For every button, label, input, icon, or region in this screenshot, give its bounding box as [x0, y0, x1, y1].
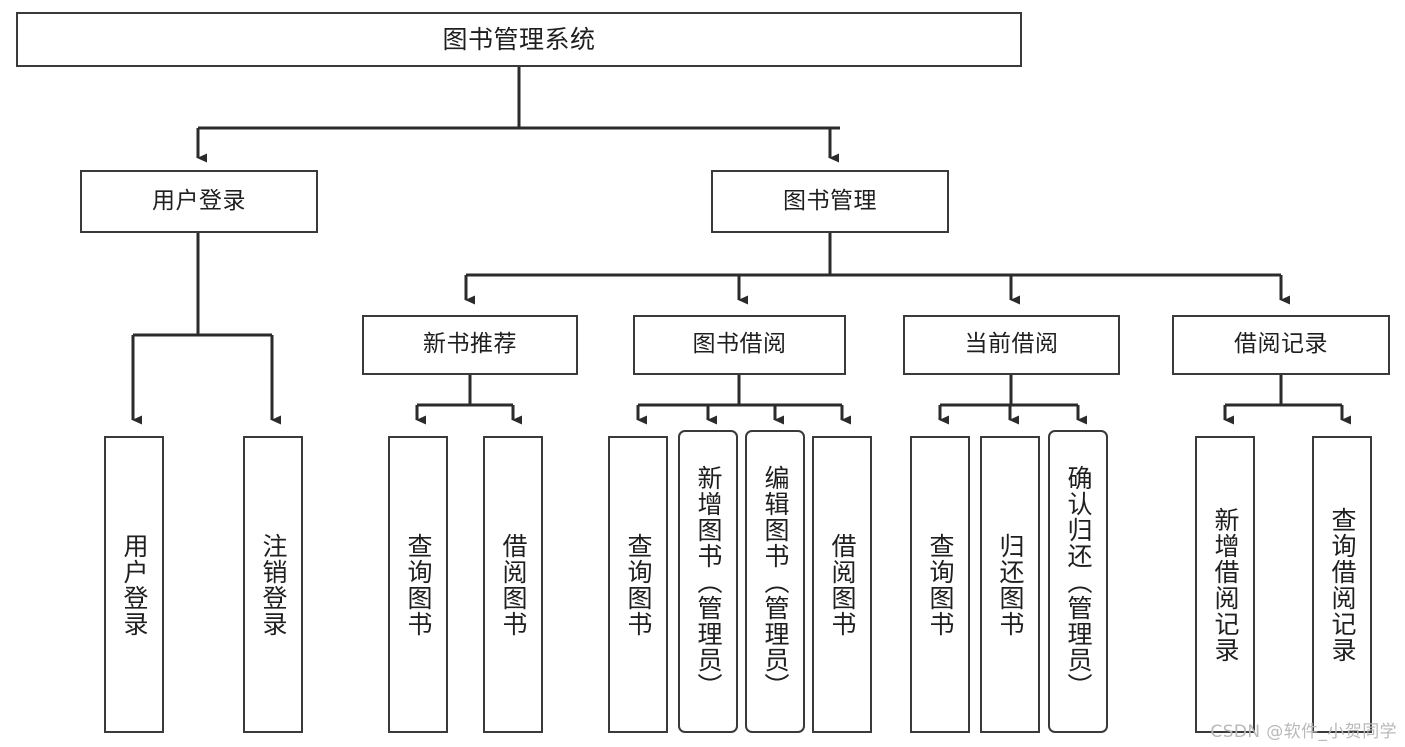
leaf-add-book-admin[interactable]: 新增图书（管理员） [678, 430, 738, 733]
leaf-borrow-book-recommend[interactable]: 借阅图书 [483, 436, 543, 733]
node-borrow-record[interactable]: 借阅记录 [1172, 315, 1390, 375]
leaf-query-book-borrow[interactable]: 查询图书 [608, 436, 668, 733]
node-user-login[interactable]: 用户登录 [80, 170, 318, 233]
node-label: 当前借阅 [964, 331, 1059, 358]
leaf-query-book-recommend[interactable]: 查询图书 [388, 436, 448, 733]
node-label: 确认归还（管理员） [1064, 464, 1093, 699]
node-label: 新增图书（管理员） [694, 464, 723, 699]
leaf-query-borrow-record[interactable]: 查询借阅记录 [1312, 436, 1372, 733]
node-label: 借阅图书 [828, 532, 857, 637]
watermark-text: CSDN @软件_小贺同学 [1210, 722, 1397, 742]
node-label: 借阅图书 [499, 532, 528, 637]
node-label: 用户登录 [120, 532, 149, 637]
node-label: 编辑图书（管理员） [761, 464, 790, 699]
node-book-management[interactable]: 图书管理 [711, 170, 949, 233]
leaf-query-book-current[interactable]: 查询图书 [910, 436, 970, 733]
leaf-return-book[interactable]: 归还图书 [980, 436, 1040, 733]
node-label: 借阅记录 [1234, 331, 1328, 358]
leaf-add-borrow-record[interactable]: 新增借阅记录 [1195, 436, 1255, 733]
node-root-book-management-system[interactable]: 图书管理系统 [16, 12, 1022, 67]
node-label: 图书管理系统 [442, 24, 596, 54]
node-book-borrow[interactable]: 图书借阅 [633, 315, 846, 375]
node-label: 查询图书 [926, 532, 955, 637]
node-label: 图书借阅 [692, 331, 787, 358]
node-label: 查询借阅记录 [1328, 506, 1357, 663]
leaf-edit-book-admin[interactable]: 编辑图书（管理员） [745, 430, 805, 733]
node-label: 查询图书 [624, 532, 653, 637]
node-label: 新书推荐 [423, 331, 517, 358]
node-label: 注销登录 [259, 532, 288, 637]
node-label: 图书管理 [783, 187, 877, 214]
node-label: 新增借阅记录 [1211, 506, 1240, 663]
leaf-confirm-return-admin[interactable]: 确认归还（管理员） [1048, 430, 1108, 733]
node-label: 归还图书 [996, 532, 1025, 637]
node-new-book-recommend[interactable]: 新书推荐 [362, 315, 578, 375]
leaf-user-login[interactable]: 用户登录 [104, 436, 164, 733]
node-label: 查询图书 [404, 532, 433, 637]
node-current-borrow[interactable]: 当前借阅 [903, 315, 1120, 375]
leaf-borrow-book[interactable]: 借阅图书 [812, 436, 872, 733]
node-label: 用户登录 [152, 187, 246, 214]
leaf-logout-login[interactable]: 注销登录 [243, 436, 303, 733]
